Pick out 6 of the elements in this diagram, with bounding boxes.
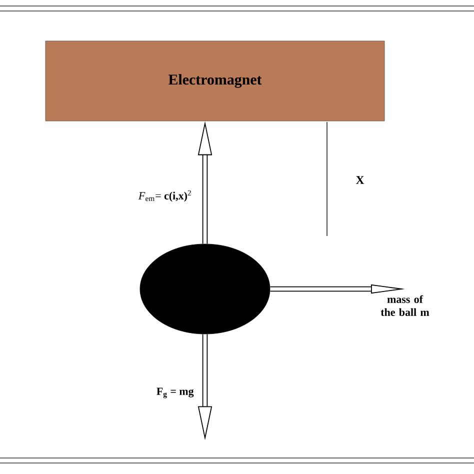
force-label: F$_{g}$ = mg [155,386,195,400]
mass-label: mass of the ball m [380,295,430,316]
force-label: F$_{em}$= c(i,x)$^{2}$ [137,189,193,203]
electromagnet-box: Electromagnet [45,40,385,122]
dimension-label: X [356,176,364,184]
ball [140,244,270,334]
